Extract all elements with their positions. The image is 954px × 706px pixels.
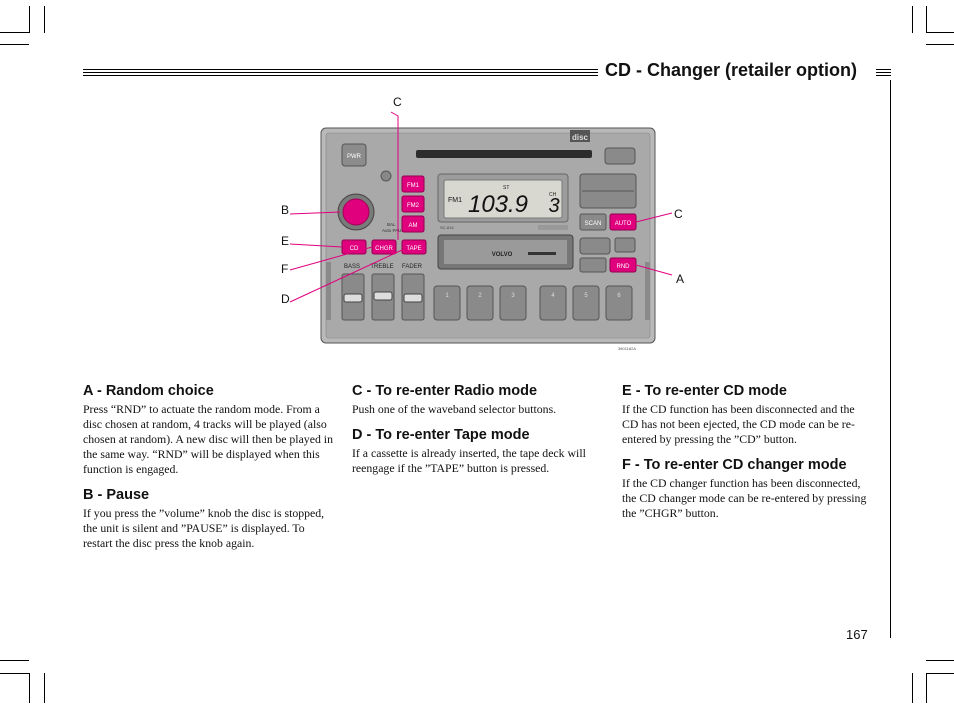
svg-text:4: 4 <box>551 293 555 299</box>
svg-text:AUTO: AUTO <box>615 221 632 227</box>
right-margin-rule <box>890 80 891 638</box>
column-left: A - Random choice Press “RND” to actuate… <box>83 383 333 561</box>
svg-text:ST: ST <box>503 185 509 191</box>
svg-text:SCAN: SCAN <box>585 221 602 227</box>
callout-b: B <box>281 203 290 217</box>
section-b-heading: B - Pause <box>83 487 150 503</box>
scan-button <box>579 213 607 231</box>
svg-text:AM: AM <box>409 223 418 229</box>
section-a-heading: A - Random choice <box>83 383 214 399</box>
svg-text:1: 1 <box>445 293 449 299</box>
section-d-heading: D - To re-enter Tape mode <box>352 427 530 443</box>
svg-text:FM2: FM2 <box>407 203 420 209</box>
callout-d: D <box>281 292 290 306</box>
section-e-heading: E - To re-enter CD mode <box>622 383 787 399</box>
svg-text:BAL: BAL <box>387 222 396 227</box>
svg-text:3: 3 <box>511 293 515 299</box>
section-b-text: If you press the ”volume” knob the disc … <box>83 506 325 550</box>
svg-text:FM1: FM1 <box>407 183 420 189</box>
tape-button <box>401 239 427 255</box>
page-title: CD - Changer (retailer option) <box>605 60 858 80</box>
svg-text:BASS: BASS <box>344 264 360 270</box>
pwr-button <box>341 143 367 167</box>
svg-text:Auto PAUSE: Auto PAUSE <box>382 228 407 233</box>
fm1-button <box>401 175 425 193</box>
section-c-text: Push one of the waveband selector button… <box>352 402 557 416</box>
svg-text:3: 3 <box>548 195 559 217</box>
section-f-heading: F - To re-enter CD changer mode <box>622 457 847 473</box>
svg-text:3801182A: 3801182A <box>618 346 636 351</box>
svg-text:2: 2 <box>478 293 482 299</box>
svg-text:TAPE: TAPE <box>406 246 421 252</box>
callout-e: E <box>281 234 290 248</box>
callout-a: A <box>676 272 685 286</box>
svg-text:5: 5 <box>584 293 588 299</box>
svg-text:RND: RND <box>617 264 631 270</box>
preset-buttons: 1 2 3 4 5 6 <box>433 285 633 321</box>
svg-text:CHGR: CHGR <box>375 246 393 252</box>
svg-text:FM1: FM1 <box>448 197 462 204</box>
tone-sliders <box>341 273 425 321</box>
am-button <box>401 215 425 233</box>
column-right: E - To re-enter CD mode If the CD functi… <box>622 383 872 531</box>
svg-text:disc: disc <box>572 133 589 142</box>
column-middle: C - To re-enter Radio mode Push one of t… <box>352 383 602 486</box>
section-f-text: If the CD changer function has been disc… <box>622 476 867 520</box>
callout-c-top: C <box>393 95 402 109</box>
svg-text:CD: CD <box>350 246 359 252</box>
callout-lines <box>289 111 673 303</box>
eject-button <box>604 147 636 165</box>
cd-slot <box>416 150 592 158</box>
section-a-text: Press “RND” to actuate the random mode. … <box>83 402 333 476</box>
svg-text:CH: CH <box>549 192 557 198</box>
svg-text:VOLVO: VOLVO <box>492 252 513 258</box>
svg-text:PWR: PWR <box>347 154 362 160</box>
svg-text:FADER: FADER <box>402 264 423 270</box>
callout-f: F <box>281 262 289 276</box>
svg-text:6: 6 <box>617 293 621 299</box>
section-d-text: If a cassette is already inserted, the t… <box>352 446 586 475</box>
svg-text:TREBLE: TREBLE <box>370 264 393 270</box>
section-c-heading: C - To re-enter Radio mode <box>352 383 538 399</box>
section-e-text: If the CD function has been disconnected… <box>622 402 855 446</box>
fm2-button <box>401 195 425 213</box>
radio-figure: disc PWR BAL Auto PAUSE FM1 FM2 AM CD CH… <box>289 111 673 351</box>
callout-c-right: C <box>674 207 683 221</box>
svg-text:SC-815: SC-815 <box>440 225 454 230</box>
page-number: 167 <box>846 627 868 642</box>
svg-text:103.9: 103.9 <box>468 191 528 218</box>
